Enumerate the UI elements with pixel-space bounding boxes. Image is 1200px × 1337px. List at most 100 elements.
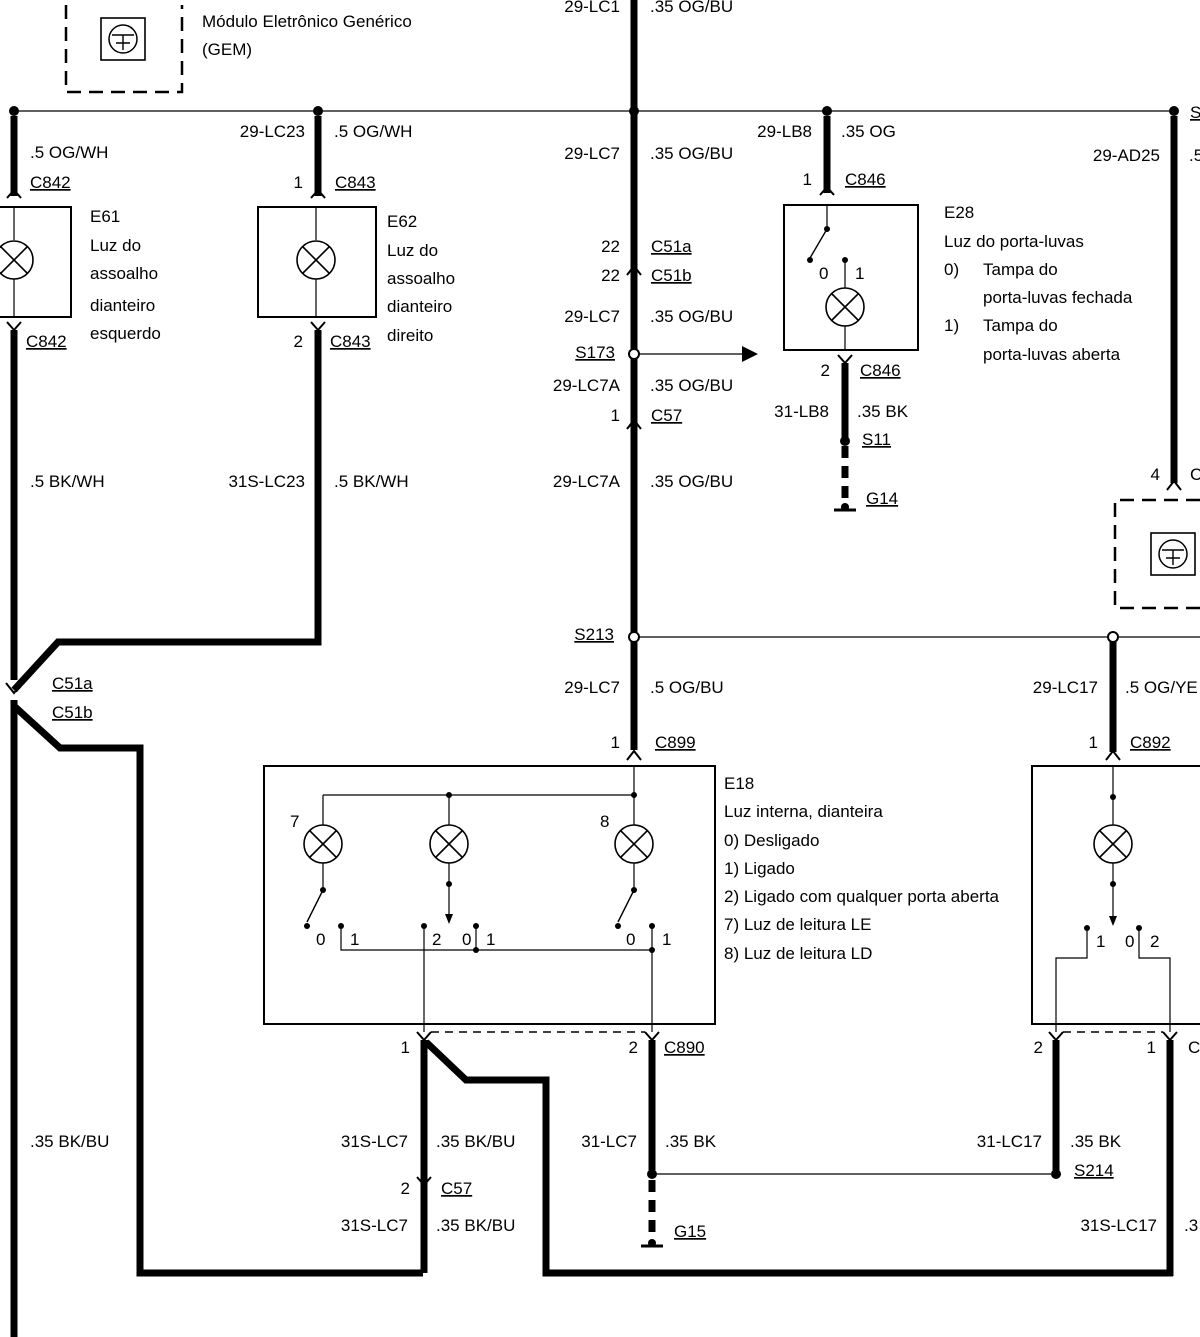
- gem-module: [64, 5, 184, 94]
- wire-id: 29-AD25: [1093, 146, 1160, 165]
- wire-gauge: .35 BK: [1070, 1132, 1122, 1151]
- lamp-label: 8: [600, 812, 609, 831]
- e18-item: 0) Desligado: [724, 831, 819, 850]
- ground-g14: G14: [866, 489, 898, 508]
- wire-id: 31S-LC17: [1080, 1216, 1157, 1235]
- pin-label: 1: [803, 170, 812, 189]
- transistor-icon: [1162, 549, 1184, 565]
- e18-item: 2) Ligado com qualquer porta aberta: [724, 887, 1000, 906]
- wire-id: 29-LC7: [564, 144, 620, 163]
- switch-pos: 1: [350, 930, 359, 949]
- switch-pos: 0: [626, 930, 635, 949]
- e61-line: dianteiro: [90, 296, 155, 315]
- pin-label: 2: [294, 332, 303, 351]
- pin-label: 1: [611, 406, 620, 425]
- e62-line: dianteiro: [387, 297, 452, 316]
- e61-box: [0, 206, 72, 318]
- wire-id: 29-LC1: [564, 0, 620, 16]
- switch-pos: 1: [1096, 932, 1105, 951]
- splice-s213: S213: [574, 625, 614, 644]
- pin-label: 1: [1089, 733, 1098, 752]
- e28-item-text: Tampa do: [983, 260, 1058, 279]
- e62-ref: E62: [387, 212, 417, 231]
- transistor-icon: [112, 34, 134, 50]
- connector-c899: C899: [655, 733, 696, 752]
- wire-gauge: .5 BK/WH: [334, 472, 409, 491]
- bus-node: [9, 106, 19, 116]
- pin-label: 4: [1151, 465, 1160, 484]
- bus-node: [313, 106, 323, 116]
- switch-pos: 0: [316, 930, 325, 949]
- e28-item-text: porta-luvas aberta: [983, 345, 1121, 364]
- splice-top-right: S: [1190, 103, 1200, 122]
- wire-gauge: .5 BK/WH: [30, 472, 105, 491]
- switch-pos: 1: [486, 930, 495, 949]
- ground-g15: G15: [674, 1222, 706, 1241]
- pin-label: 1: [1147, 1038, 1156, 1057]
- lamp-icon: [614, 824, 654, 864]
- wire-gauge: .5 OG/WH: [30, 143, 108, 162]
- pin-label: 22: [601, 266, 620, 285]
- lamp-icon: [0, 240, 34, 280]
- splice-node: [628, 348, 640, 360]
- wire-id: 31S-LC7: [341, 1216, 408, 1235]
- wire-id: 31-LC7: [581, 1132, 637, 1151]
- switch-pos: 1: [662, 930, 671, 949]
- wire-gauge: .3: [1184, 1216, 1198, 1235]
- wire-gauge: .35 BK/BU: [436, 1216, 515, 1235]
- connector-partial: C: [1190, 465, 1200, 484]
- lamp-label: 7: [290, 812, 299, 831]
- wire-id: 29-LC7A: [553, 376, 621, 395]
- wire-gauge: .35 OG/BU: [650, 472, 733, 491]
- switch-icon: [306, 889, 324, 923]
- connector-c846: C846: [845, 170, 886, 189]
- arrow-icon: [742, 346, 758, 362]
- switch-pos: 0: [462, 930, 471, 949]
- e61-line: esquerdo: [90, 324, 161, 343]
- connector-c57: C57: [651, 406, 682, 425]
- lamp-icon: [1093, 824, 1133, 864]
- e61-line: assoalho: [90, 264, 158, 283]
- wire-id: 29-LC7A: [553, 472, 621, 491]
- right-module: [1113, 498, 1200, 610]
- e28-box: [783, 204, 919, 351]
- connector-c51b: C51b: [651, 266, 692, 285]
- connector-c892: C892: [1130, 733, 1171, 752]
- pin-label: 2: [821, 361, 830, 380]
- gem-title: Módulo Eletrônico Genérico: [202, 12, 412, 31]
- connector-c842: C842: [30, 173, 71, 192]
- connector-c842: C842: [26, 332, 67, 351]
- e18-title: Luz interna, dianteira: [724, 802, 883, 821]
- connector-c843: C843: [335, 173, 376, 192]
- e18-box: [263, 765, 716, 1025]
- wire-gauge: .35 BK: [857, 402, 909, 421]
- splice-s11: S11: [862, 430, 891, 449]
- wire-id: 29-LC23: [240, 122, 305, 141]
- pin-label: 2: [401, 1179, 410, 1198]
- wire-gauge: .35 OG: [841, 122, 896, 141]
- switch-pos: 1: [855, 264, 864, 283]
- pin-label: 2: [1034, 1038, 1043, 1057]
- pin-label: 22: [601, 237, 620, 256]
- e61-ref: E61: [90, 207, 120, 226]
- switch-pos: 2: [1150, 932, 1159, 951]
- switch-icon: [617, 889, 635, 923]
- e28-item-text: porta-luvas fechada: [983, 288, 1133, 307]
- pin-label: 1: [294, 173, 303, 192]
- e62-box: [257, 206, 377, 318]
- pin-label: 1: [401, 1038, 410, 1057]
- wire-id: 31-LC17: [977, 1132, 1042, 1151]
- e28-item-num: 1): [944, 316, 959, 335]
- connector-c843: C843: [330, 332, 371, 351]
- wire-id: 29-LB8: [757, 122, 812, 141]
- wire-id: 29-LC17: [1033, 678, 1098, 697]
- e28-item-text: Tampa do: [983, 316, 1058, 335]
- switch-icon: [809, 228, 828, 259]
- wire-gauge: .35 OG/BU: [650, 0, 733, 16]
- wire-gauge: .5 OG/YE: [1125, 678, 1198, 697]
- connector-c51b: C51b: [52, 703, 93, 722]
- wire-id: 31S-LC23: [228, 472, 305, 491]
- pin-label: 2: [629, 1038, 638, 1057]
- e61-line: Luz do: [90, 236, 141, 255]
- e18-item: 7) Luz de leitura LE: [724, 915, 871, 934]
